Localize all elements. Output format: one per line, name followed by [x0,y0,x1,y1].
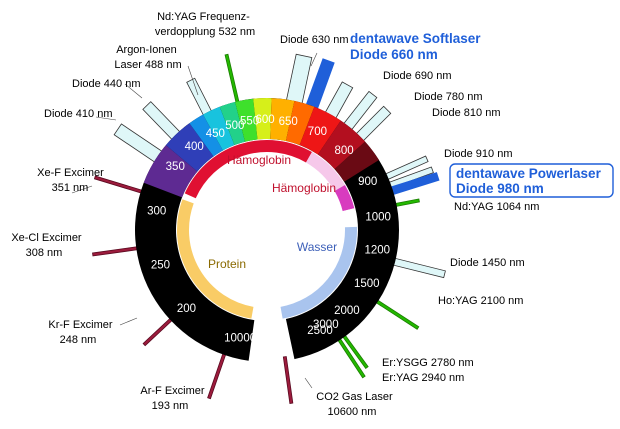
label-er-lasers: Er:YSGG 2780 nm Er:YAG 2940 nm [382,357,477,384]
bar-co2 [282,356,294,404]
ring-tick-550: 550 [240,115,259,127]
hemoglobin-arc-gap [342,208,357,221]
label-diode-780: Diode 780 nm [414,91,483,103]
bar-arf-193-shape [207,350,228,400]
ring-segment-500 [203,106,235,151]
label-xef-excimer: Xe-F Excimer 351 nm [37,167,107,194]
leader-diode-440 [124,83,143,99]
labels: Nd:YAG Frequenz- verdopplung 532 nm Argo… [11,11,614,418]
ring-tick-2500: 2500 [307,325,333,337]
ring-segment-800 [334,141,379,182]
label-nd-yag-532: Nd:YAG Frequenz- verdopplung 532 nm [155,11,255,38]
bar-ho-yag-2100-shape [372,297,420,330]
hemoglobin-arc-visible [184,140,312,199]
ring-tick-3000: 3000 [313,319,339,331]
ring-tick-350: 350 [166,161,185,173]
bar-krf-248 [142,315,175,347]
ring-tick-1200: 1200 [365,244,391,256]
ring-tick-650: 650 [279,116,298,128]
ring-segment-525 [219,101,245,146]
ring-tick-900: 900 [358,176,377,188]
label-dentawave-powerlaser: dentawave Powerlaser Diode 980 nm [456,166,605,196]
ring-segment-550 [235,98,258,142]
label-diode-910: Diode 910 nm [444,148,513,160]
powerlaser-highlight-box [449,163,614,198]
bar-diode-1450 [389,257,446,279]
ring-tick-200: 200 [177,303,196,315]
absorption-arcs [177,140,357,319]
ring-tick-600: 600 [255,114,274,126]
ring-tick-250: 250 [151,260,170,272]
bar-ho-yag-2100 [372,297,420,330]
ring-tick-400: 400 [185,141,204,153]
ring-segment-450 [165,123,214,172]
ring-tick-700: 700 [308,126,327,138]
ring-tick-300: 300 [147,206,166,218]
bar-diode-1450-shape [389,257,446,279]
bar-diode-630 [285,53,313,107]
label-diode-810: Diode 810 nm [432,107,501,119]
label-diode-410: Diode 410 nm [44,108,113,120]
leader-co2 [304,377,313,389]
label-protein: Protein [208,257,246,271]
bar-xecl-308 [92,245,141,257]
bar-co2-shape [282,356,294,404]
ring-segment-400 [143,145,198,198]
ring-tick-450: 450 [206,128,225,140]
ring-segment-625 [285,100,315,146]
label-arf-excimer: Ar-F Excimer 193 nm [140,385,207,412]
bar-nd-yag-532 [224,53,241,107]
bar-nd-yag-532-shape [224,53,241,107]
label-ho-yag: Ho:YAG 2100 nm [438,295,523,307]
bar-diode-630-shape [285,53,313,107]
label-dentawave-softlaser: dentawave Softlaser Diode 660 nm [350,31,484,62]
label-water: Wasser [297,240,337,254]
ring-tick-1000: 1000 [365,211,391,223]
protein-arc [177,199,254,319]
label-co2-laser: CO2 Gas Laser 10600 nm [316,391,395,418]
laser-bars [92,53,446,404]
label-diode-630: Diode 630 nm [280,34,349,46]
bar-arf-193 [207,350,228,400]
water-arc [280,226,357,319]
ring-tick-800: 800 [335,145,354,157]
leader-diode-410 [95,116,117,121]
leader-xef [71,185,93,194]
ring-segment-700 [317,120,366,170]
ring-tick-2000: 2000 [334,305,360,317]
leader-diode-630 [310,52,318,67]
label-hemoglobin-top: Hämoglobin [227,153,291,167]
ring-tick-1500: 1500 [354,278,380,290]
ring-segment-475 [189,114,223,157]
label-diode-1450: Diode 1450 nm [450,257,525,269]
leader-lines [71,52,318,389]
ring-segment-600 [270,98,295,141]
bar-xecl-308-shape [92,245,141,257]
label-nd-yag-1064: Nd:YAG 1064 nm [454,201,539,213]
leader-krf [119,317,138,326]
label-xecl-excimer: Xe-Cl Excimer 308 nm [11,232,84,259]
hemoglobin-arc-band [334,185,355,212]
label-hemoglobin-right: Hämoglobin [272,181,336,195]
label-krf-excimer: Kr-F Excimer 248 nm [48,319,115,346]
bar-krf-248-shape [142,315,175,347]
ring-tick-10000: 10000 [224,333,256,345]
hemoglobin-arc-nir [305,152,345,192]
label-diode-690: Diode 690 nm [383,70,452,82]
ring-segment-650 [299,106,341,155]
label-argon-laser: Argon-Ionen Laser 488 nm [114,44,181,71]
ring-segment-575 [253,98,272,140]
leader-argon [187,65,199,96]
label-diode-440: Diode 440 nm [72,78,141,90]
ring-tick-500: 500 [225,120,244,132]
